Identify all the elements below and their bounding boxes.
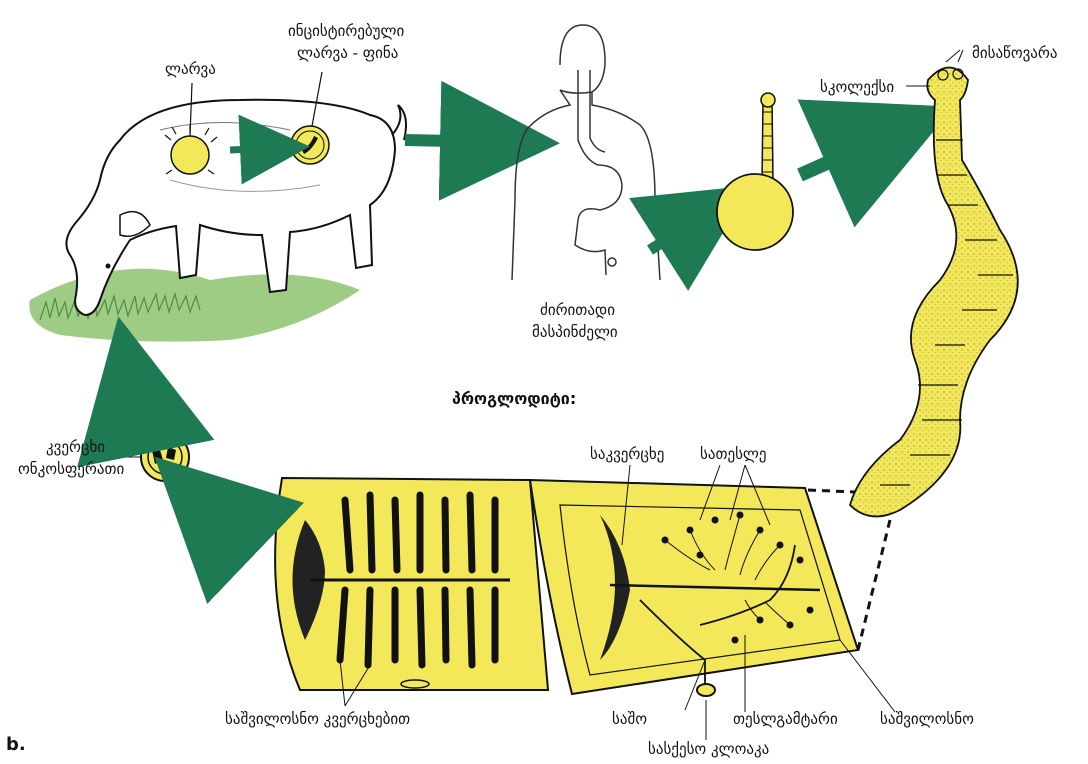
panel-letter: b. <box>6 736 26 754</box>
label-definitive-host-line2: მასპინძელი <box>532 323 618 341</box>
suckers-leader-1 <box>946 50 960 62</box>
pig-intermediate-host <box>29 72 406 342</box>
pig-eye <box>106 264 111 269</box>
label-egg-line1: კვერცხი <box>46 438 105 456</box>
label-cysticercus-line1: ინცისტირებული <box>288 22 404 40</box>
arrow-pig-to-human <box>405 140 500 142</box>
label-vagina: საშო <box>612 710 647 728</box>
label-testes: სათესლე <box>700 445 767 463</box>
label-definitive-host-line1: ძირითადი <box>540 301 615 319</box>
arrow-egg-to-pig <box>132 385 140 425</box>
proglottids <box>275 478 858 696</box>
suckers-leader-2 <box>958 50 963 62</box>
human-definitive-host <box>512 25 660 280</box>
label-uterus: საშვილოსნო <box>880 710 974 728</box>
arrow-larva-to-cyst <box>230 148 275 150</box>
label-larva: ლარვა <box>165 60 216 78</box>
label-egg-line2: ონკოსფერათი <box>18 460 124 478</box>
label-uterus-with-eggs: საშვილოსნო კვერცხებით <box>225 710 410 728</box>
adult-tapeworm <box>850 50 1018 516</box>
label-suckers: მისაწოვარა <box>972 44 1057 62</box>
genital-pore <box>697 684 715 696</box>
zoom-line-bottom <box>858 520 890 650</box>
label-proglottids-heading: პროგლოდიტი: <box>452 390 576 408</box>
arrow-proglottid-to-egg <box>205 505 250 548</box>
arrow-human-to-cyst <box>650 215 705 250</box>
label-genital-pore: სასქესო კლოაკა <box>648 740 769 758</box>
pig-tail <box>392 105 406 140</box>
evaginated-cysticercus <box>717 93 793 250</box>
label-vas-deferens: თესლგამტარი <box>733 710 838 728</box>
arrow-to-adult-worm <box>800 135 890 175</box>
label-ovary: საკვერცხე <box>590 445 664 463</box>
label-cysticercus-line2: ლარვა - ფინა <box>297 44 398 62</box>
egg-oncosphere <box>141 433 189 481</box>
zoom-line-top <box>808 490 855 492</box>
cysticercus-circle <box>291 126 329 164</box>
gravid-pore <box>401 680 429 688</box>
label-scolex: სკოლექსი <box>820 78 894 96</box>
